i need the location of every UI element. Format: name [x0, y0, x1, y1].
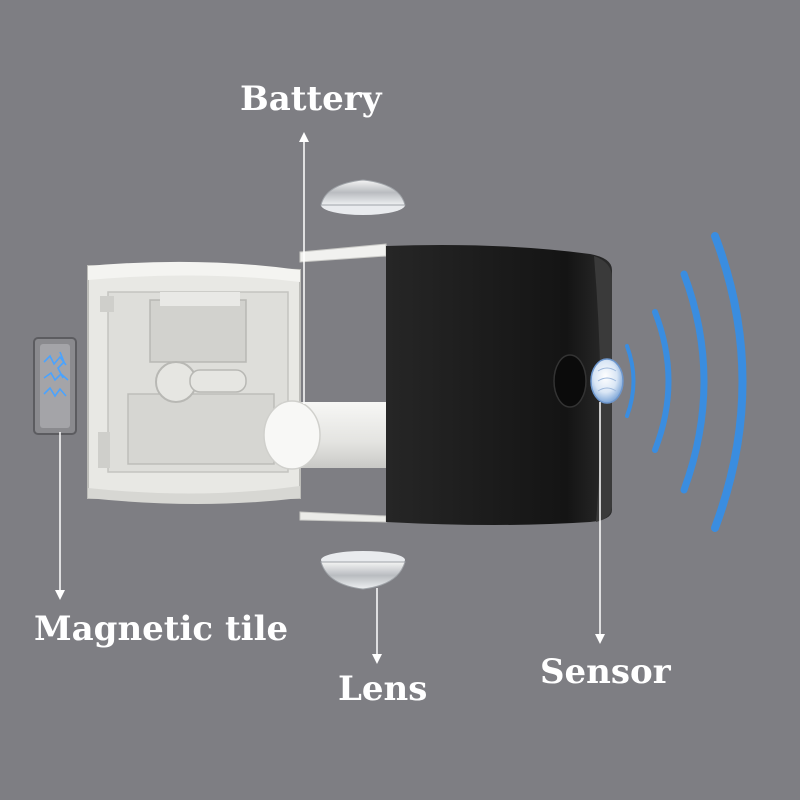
lens-icon — [320, 551, 406, 590]
sensor-label: Sensor — [540, 652, 671, 692]
magnetic-tile — [33, 337, 77, 435]
magnetic-field-icon — [43, 351, 69, 398]
battery-label: Battery — [240, 79, 382, 119]
magnetic-tile-label: Magnetic tile — [34, 609, 289, 649]
mount-plate-top — [299, 243, 387, 263]
mount-plate-bottom — [299, 511, 387, 523]
sensor-icon — [590, 358, 624, 404]
lens-label: Lens — [338, 669, 428, 709]
lens-icon — [320, 179, 406, 215]
housing — [87, 261, 301, 504]
black-cover — [386, 245, 612, 525]
battery-icon — [263, 400, 386, 470]
leader-lines — [55, 132, 605, 664]
signal-wave-icon — [625, 232, 747, 532]
